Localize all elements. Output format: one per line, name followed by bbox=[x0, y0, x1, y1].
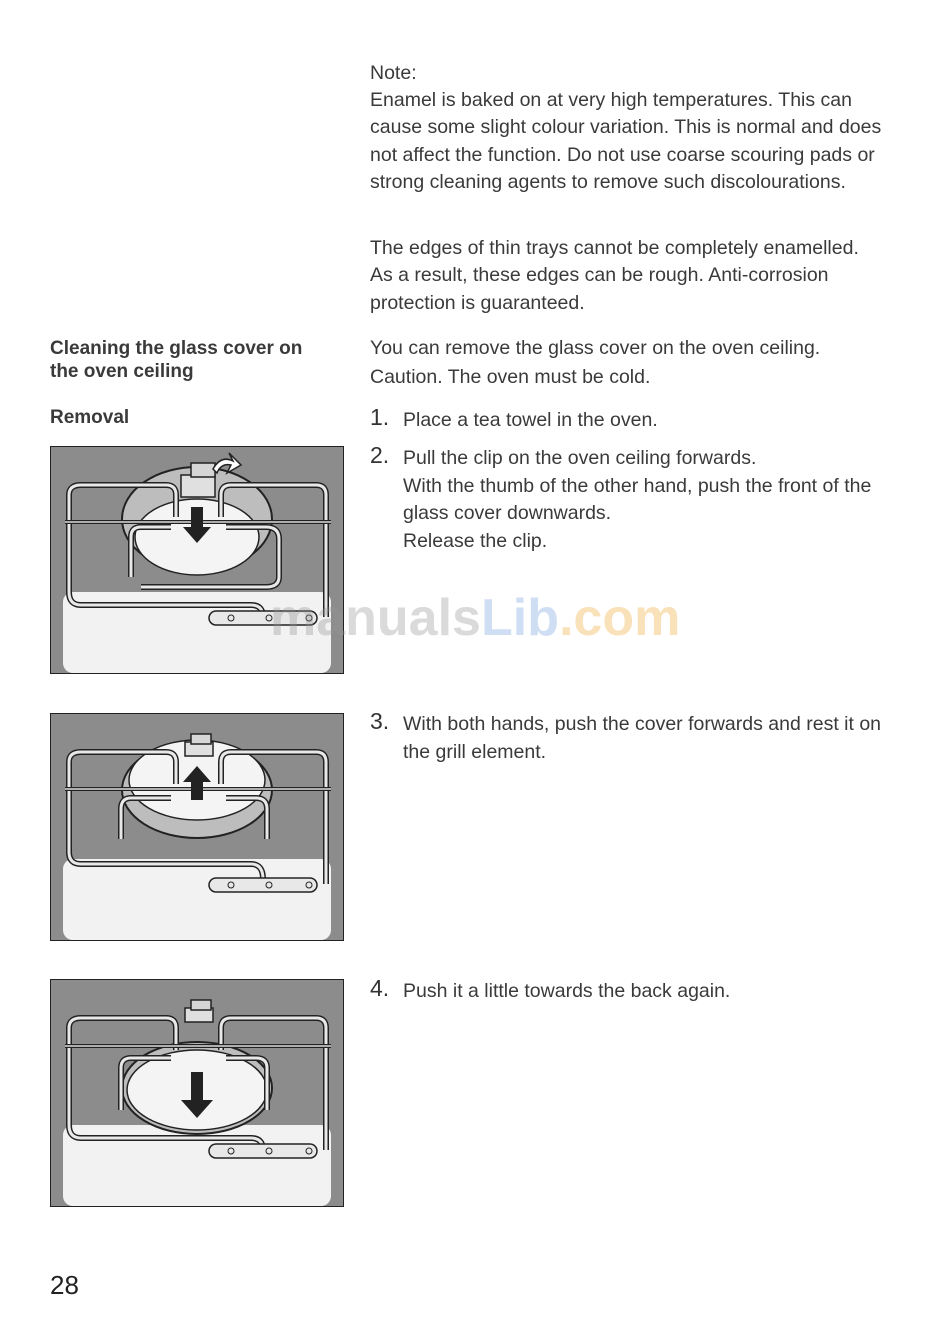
step-text: With both hands, push the cover forwards… bbox=[403, 713, 882, 763]
step-number: 4. bbox=[370, 975, 390, 1001]
step-number: 2. bbox=[370, 442, 390, 468]
page-number: 28 bbox=[50, 1270, 79, 1300]
step-number: 1. bbox=[370, 404, 390, 430]
step-text: Pull the clip on the oven ceiling forwar… bbox=[403, 447, 757, 469]
section-intro: You can remove the glass cover on the ov… bbox=[370, 337, 821, 359]
note-text: Enamel is baked on at very high temperat… bbox=[370, 89, 882, 193]
section-heading: Cleaning the glass cover on the oven cei… bbox=[50, 338, 303, 382]
watermark-part: .com bbox=[558, 589, 681, 647]
section-caution: Caution. The oven must be cold. bbox=[370, 366, 651, 388]
step-text: Place a tea towel in the oven. bbox=[403, 409, 658, 431]
watermark-part: manuals bbox=[270, 589, 481, 647]
figure-pull-clip bbox=[50, 446, 344, 674]
figure-push-forwards bbox=[50, 713, 344, 941]
step-number: 3. bbox=[370, 708, 390, 734]
figure-push-back bbox=[50, 979, 344, 1207]
watermark: manualsLib.com bbox=[270, 588, 680, 648]
watermark-part: Lib bbox=[480, 589, 559, 647]
removal-subheading: Removal bbox=[50, 407, 130, 428]
step-text: Release the clip. bbox=[403, 529, 548, 552]
step-text: Push it a little towards the back again. bbox=[403, 980, 731, 1002]
note-text-edges: The edges of thin trays cannot be comple… bbox=[370, 237, 859, 314]
note-label: Note: bbox=[370, 62, 417, 84]
step-text: With the thumb of the other hand, push t… bbox=[403, 474, 872, 525]
